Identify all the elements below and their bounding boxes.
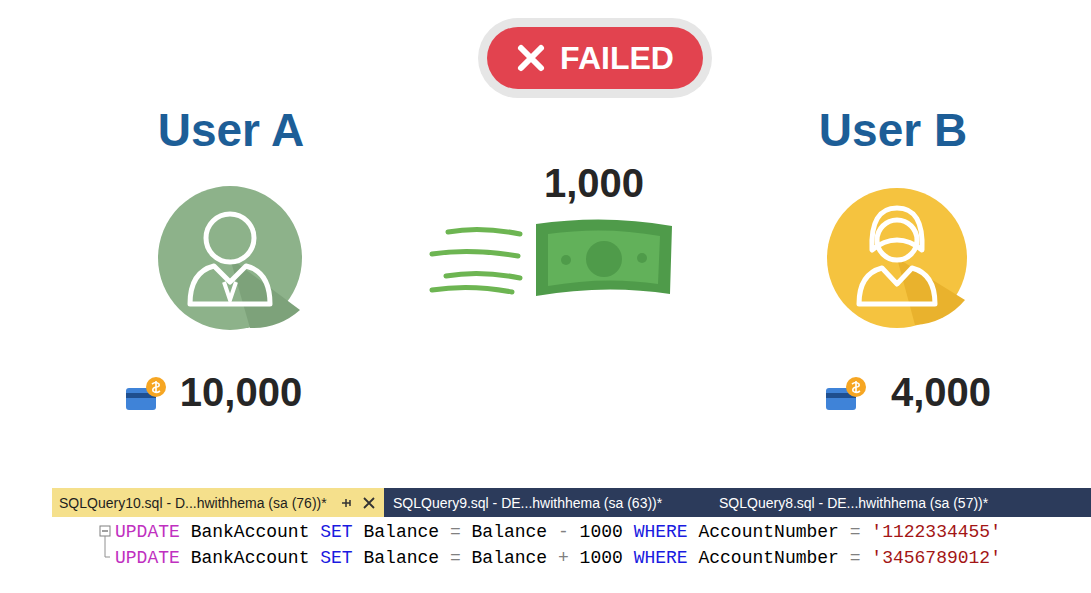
balance: 4,000 bbox=[891, 370, 991, 414]
balance: 10,000 bbox=[180, 370, 302, 414]
tab-title: SQLQuery10.sql - D...hwithhema (sa (76))… bbox=[59, 495, 327, 511]
tab-icons bbox=[338, 495, 378, 511]
money-bill bbox=[432, 219, 672, 296]
cross-icon bbox=[516, 43, 546, 73]
user-b-avatar bbox=[827, 188, 967, 328]
user-a-avatar bbox=[158, 186, 302, 330]
fold-bracket bbox=[52, 517, 112, 593]
amount: 1,000 bbox=[544, 161, 644, 205]
code-editor: UPDATE BankAccount SET Balance = Balance… bbox=[52, 488, 1091, 593]
editor-tab: SQLQuery9.sql - DE...hwithhema (sa (63))… bbox=[386, 488, 706, 517]
tab-title: SQLQuery9.sql - DE...hwithhema (sa (63))… bbox=[393, 495, 662, 511]
user-name: User B bbox=[819, 105, 967, 156]
editor-tab: SQLQuery10.sql - D...hwithhema (sa (76))… bbox=[52, 488, 384, 517]
code-line: UPDATE BankAccount SET Balance = Balance… bbox=[115, 521, 1001, 543]
badge-ring bbox=[478, 18, 712, 98]
card-icon bbox=[126, 377, 166, 410]
code-line: UPDATE BankAccount SET Balance = Balance… bbox=[115, 547, 1001, 569]
status-text: FAILED bbox=[560, 40, 674, 77]
status-badge: FAILED bbox=[487, 27, 703, 89]
card-icon bbox=[826, 377, 866, 410]
user-name: User A bbox=[158, 105, 305, 156]
tab-title: SQLQuery8.sql - DE...hwithhema (sa (57))… bbox=[719, 495, 988, 511]
editor-tab: SQLQuery8.sql - DE...hwithhema (sa (57))… bbox=[712, 488, 1012, 517]
